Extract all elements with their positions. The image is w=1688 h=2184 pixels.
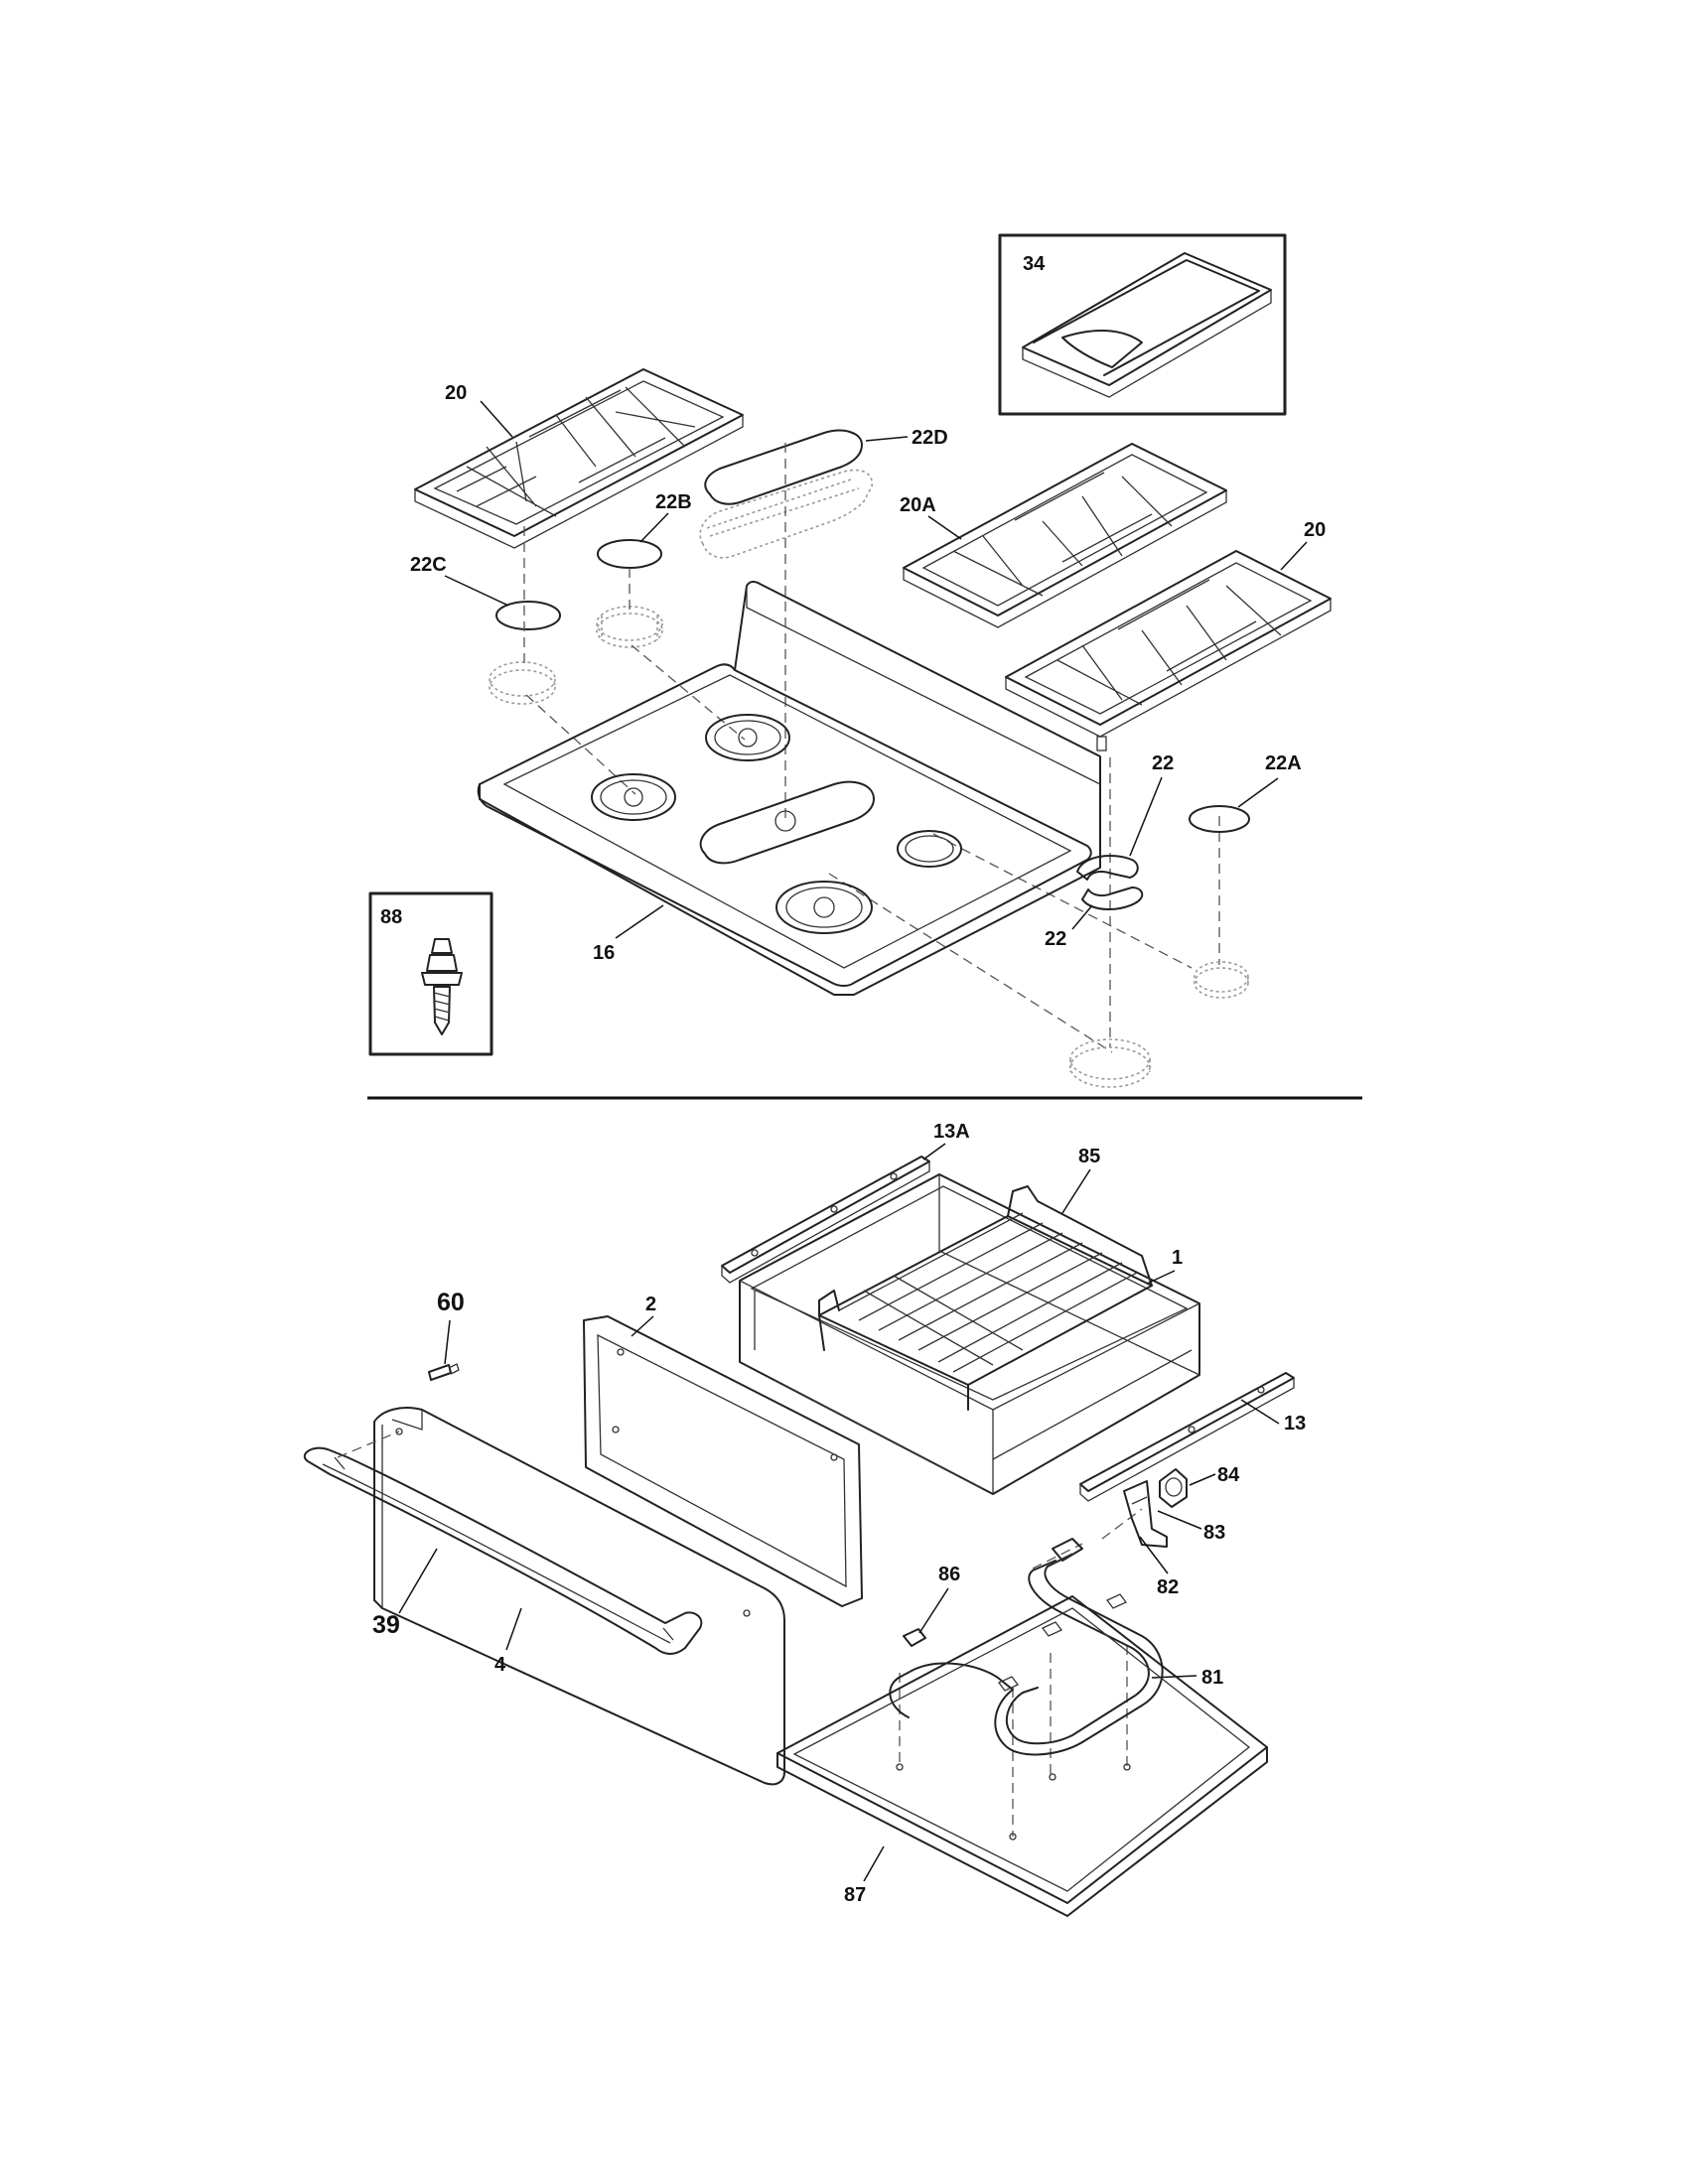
bottom-pan-icon [776, 1595, 1268, 1917]
label-39: 39 [372, 1611, 400, 1639]
griddle-icon [1022, 252, 1272, 398]
label-13A: 13A [933, 1121, 970, 1143]
label-4: 4 [494, 1654, 506, 1676]
label-22B: 22B [655, 491, 692, 513]
alignment-lines-upper [523, 443, 1220, 1053]
liner-icon [583, 1315, 863, 1607]
handle-icon [303, 1446, 703, 1655]
screw-inset: 88 [368, 891, 493, 1056]
screw-icon [421, 938, 463, 1035]
cap-22A-icon [1189, 805, 1250, 999]
drawer-section: 13A 1 85 13 [303, 1121, 1306, 1917]
slide-13-icon [1079, 1372, 1295, 1502]
label-87: 87 [844, 1884, 866, 1906]
grate-left-icon [414, 368, 744, 549]
label-20-left: 20 [445, 382, 467, 404]
label-83: 83 [1203, 1522, 1225, 1544]
heating-element-icon [889, 1538, 1164, 1756]
label-84: 84 [1217, 1464, 1240, 1486]
label-1: 1 [1172, 1247, 1183, 1269]
ring-22-icon [1069, 855, 1151, 1088]
label-81: 81 [1201, 1667, 1223, 1689]
label-20-right: 20 [1304, 519, 1326, 541]
label-22D: 22D [912, 427, 948, 449]
rack-icon [818, 1185, 1153, 1411]
cap-22C-icon [489, 601, 561, 705]
label-22-upper: 22 [1152, 752, 1174, 774]
label-82: 82 [1157, 1576, 1179, 1598]
label-86: 86 [938, 1564, 960, 1585]
front-panel-icon [373, 1407, 785, 1786]
label-22-lower: 22 [1045, 928, 1066, 950]
label-2: 2 [645, 1294, 656, 1315]
drawer-body-icon [739, 1173, 1200, 1495]
griddle-inset: 34 [998, 233, 1287, 416]
label-16: 16 [593, 942, 615, 964]
alignment-lines-lower [337, 1431, 1143, 1837]
label-20A: 20A [900, 494, 936, 516]
switch-icon [1159, 1468, 1188, 1508]
label-60: 60 [437, 1289, 465, 1316]
label-22A: 22A [1265, 752, 1302, 774]
clip-small-icons [997, 1593, 1128, 1692]
label-13: 13 [1284, 1413, 1306, 1434]
cooktop-tray-icon [477, 580, 1101, 996]
label-34: 34 [1023, 253, 1046, 275]
bracket-icon [1123, 1480, 1168, 1548]
label-22C: 22C [410, 554, 447, 576]
clip-86-icon [903, 1628, 926, 1647]
grate-center-icon [903, 443, 1227, 628]
slide-13A-icon [721, 1156, 930, 1284]
label-88: 88 [380, 906, 402, 928]
grate-right-icon [1005, 550, 1332, 751]
cooktop-section: 34 20 22D [368, 233, 1332, 1088]
screw-60-icon [428, 1363, 460, 1381]
label-85: 85 [1078, 1146, 1100, 1167]
oval-cap-icon [699, 429, 873, 559]
